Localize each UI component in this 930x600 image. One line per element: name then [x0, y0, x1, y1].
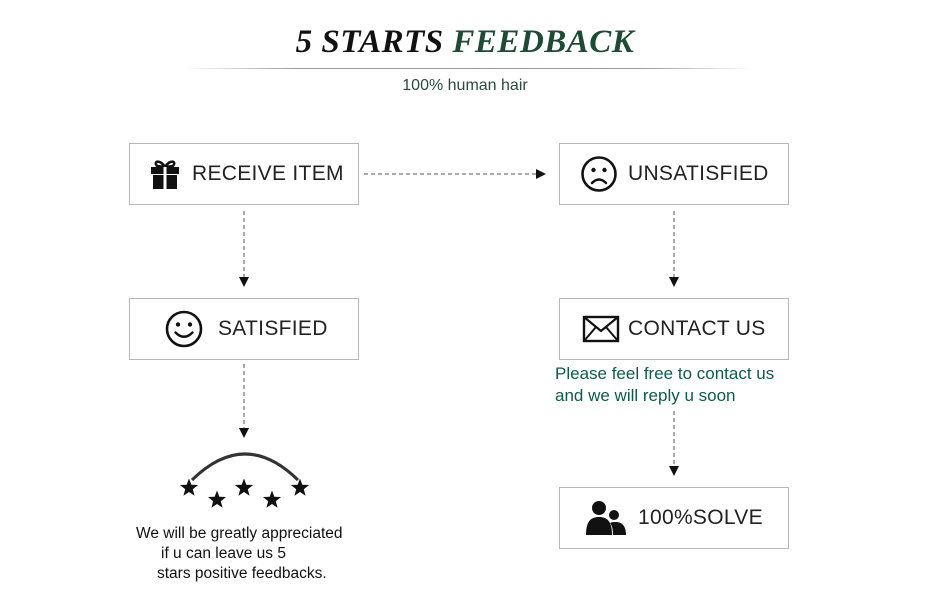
feedback-note-line-2: if u can leave us 5	[161, 545, 286, 562]
unsatisfied-label: UNSATISFIED	[628, 162, 769, 185]
feedback-note-line-3: stars positive feedbacks.	[157, 565, 327, 582]
contact-note-line-2: and we will reply u soon	[555, 386, 736, 405]
people-icon	[586, 499, 626, 537]
satisfied-box: SATISFIED	[129, 298, 359, 360]
solve-label: 100%SOLVE	[638, 506, 763, 529]
star-icon	[179, 478, 199, 496]
title-part-2: FEEDBACK	[452, 24, 635, 60]
receive-item-box: RECEIVE ITEM	[129, 143, 359, 205]
sad-face-icon	[580, 155, 618, 193]
contact-us-label: CONTACT US	[628, 317, 766, 340]
star-icon	[207, 490, 227, 508]
smile-face-icon	[164, 309, 204, 349]
title-divider	[185, 68, 755, 69]
solve-box: 100%SOLVE	[559, 487, 789, 549]
envelope-icon	[582, 315, 620, 343]
star-icon	[234, 478, 254, 496]
contact-note: Please feel free to contact us and we wi…	[555, 363, 815, 407]
star-icon	[262, 490, 282, 508]
satisfied-label: SATISFIED	[218, 317, 328, 340]
stars-arc	[190, 452, 300, 482]
five-stars-graphic	[179, 452, 310, 508]
contact-us-box: CONTACT US	[559, 298, 789, 360]
star-icon	[290, 478, 310, 496]
gift-icon	[148, 157, 182, 191]
contact-note-line-1: Please feel free to contact us	[555, 364, 775, 383]
subtitle: 100% human hair	[402, 77, 528, 94]
title-part-1: 5 STARTS	[295, 24, 453, 60]
unsatisfied-box: UNSATISFIED	[559, 143, 789, 205]
feedback-note-line-1: We will be greatly appreciated	[136, 525, 343, 542]
receive-item-label: RECEIVE ITEM	[192, 162, 344, 185]
page-title: 5 STARTS FEEDBACK	[0, 24, 930, 61]
feedback-note: We will be greatly appreciated if u can …	[110, 524, 390, 584]
